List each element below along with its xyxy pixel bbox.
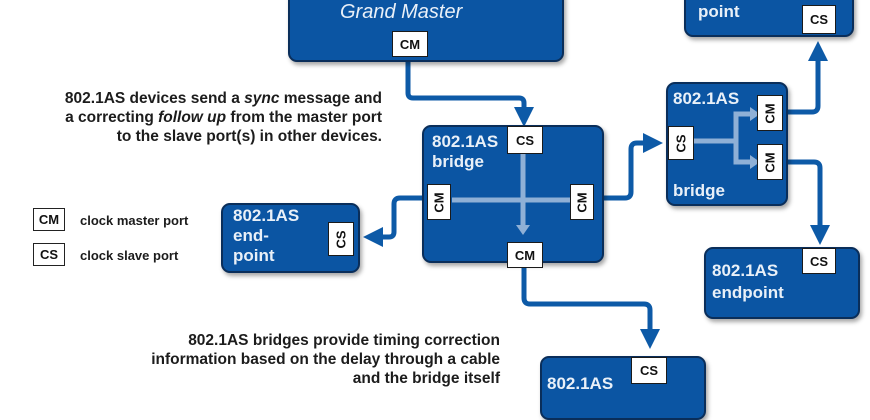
legend-cm-symbol: CM (33, 208, 65, 231)
legend-cs-label: clock slave port (80, 248, 179, 263)
right-bridge-cm-top-port[interactable]: CM (757, 95, 783, 131)
right-endpoint-device: 802.1AS endpoint (704, 247, 860, 319)
center-bridge-label-1: 802.1AS (432, 132, 499, 151)
sync-caption: 802.1AS devices send a sync message and … (64, 90, 382, 145)
bottom-endpoint-device: 802.1AS (540, 356, 706, 420)
top-right-endpoint-label: point (698, 2, 740, 21)
bridges-caption: 802.1AS bridges provide timing correctio… (151, 332, 500, 387)
wire-bridge-to-right-bridge (600, 133, 663, 201)
wire-right-bridge-to-right-endpoint (786, 159, 830, 245)
center-bridge-cm-bottom-port[interactable]: CM (507, 242, 543, 268)
connection-wires (363, 41, 830, 349)
top-right-endpoint-cs-port[interactable]: CS (802, 5, 836, 34)
right-bridge-internal-arrows (694, 107, 760, 169)
left-endpoint-label-1: 802.1AS (233, 206, 300, 225)
bottom-endpoint-label-1: 802.1AS (547, 374, 614, 393)
wire-right-bridge-to-top-endpoint (786, 41, 828, 115)
legend-cm-label: clock master port (80, 213, 189, 228)
wire-gm-to-bridge (405, 60, 534, 127)
right-endpoint-label-1: 802.1AS (712, 261, 779, 280)
left-endpoint-label-2: end- (233, 226, 269, 245)
right-bridge-cs-port[interactable]: CS (668, 126, 694, 160)
grand-master-label: Grand Master (340, 1, 463, 23)
right-bridge-cm-bottom-port[interactable]: CM (757, 144, 783, 180)
legend-cs-symbol: CS (33, 243, 65, 266)
left-endpoint-cs-port[interactable]: CS (328, 222, 354, 256)
right-bridge-label-2: bridge (673, 181, 725, 200)
center-bridge-cm-left-port[interactable]: CM (427, 184, 451, 220)
center-bridge-cm-right-port[interactable]: CM (570, 184, 594, 220)
wire-bridge-to-bottom-endpoint (521, 268, 660, 349)
center-bridge-cs-top-port[interactable]: CS (507, 126, 543, 154)
center-bridge-label-2: bridge (432, 152, 484, 171)
grand-master-cm-port[interactable]: CM (392, 31, 428, 57)
bottom-endpoint-cs-port[interactable]: CS (631, 357, 667, 384)
left-endpoint-label-3: point (233, 246, 275, 265)
right-endpoint-cs-port[interactable]: CS (802, 248, 836, 274)
right-bridge-label-1: 802.1AS (673, 89, 740, 108)
wire-bridge-to-left-endpoint (363, 195, 428, 247)
right-endpoint-label-2: endpoint (712, 283, 784, 302)
